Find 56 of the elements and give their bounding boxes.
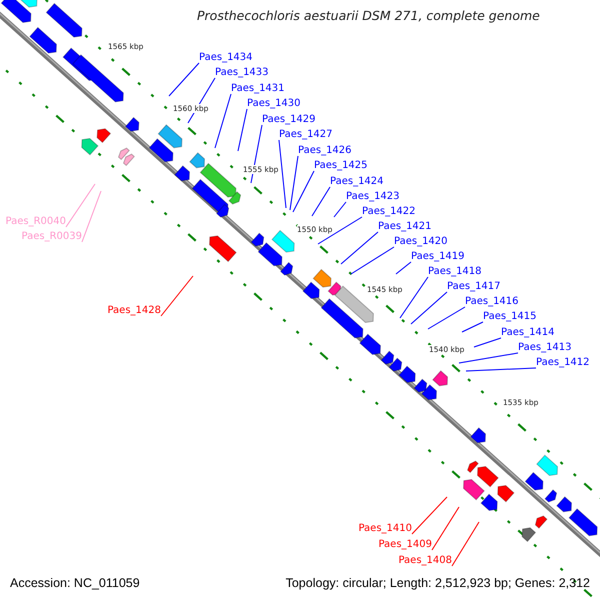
gene-label: Paes_1410 — [358, 523, 412, 535]
leader-line — [292, 170, 314, 212]
gene-label: Paes_1433 — [215, 67, 269, 79]
leader-line — [278, 140, 286, 208]
title: Prosthecochloris aestuarii DSM 271, complete genome — [197, 8, 540, 23]
gene-label: Paes_1430 — [247, 98, 301, 110]
gene-label: Paes_1414 — [501, 327, 555, 339]
gene-label: Paes_1415 — [483, 311, 537, 323]
leader-line — [238, 108, 248, 152]
gene-label: Paes_1426 — [298, 145, 352, 157]
gene-label: Paes_1417 — [447, 281, 501, 293]
gene-label: Paes_1420 — [394, 236, 448, 248]
leader-line — [250, 124, 262, 184]
genome-info-text: Topology: circular; Length: 2,512,923 bp; Genes: 2,312 — [286, 576, 590, 590]
leader-line — [318, 216, 362, 244]
leader-line — [474, 338, 502, 348]
gene-label: Paes_R0039 — [22, 231, 82, 243]
leader-line — [432, 506, 460, 550]
leader-line — [350, 246, 394, 274]
gene-label: Paes_1418 — [428, 266, 482, 278]
leader-line — [168, 62, 200, 96]
leader-line — [340, 232, 378, 264]
leader-line — [160, 276, 194, 316]
leader-line — [428, 306, 466, 330]
leader-line — [410, 292, 448, 324]
gene-label: Paes_1416 — [465, 296, 519, 308]
leader-line — [66, 184, 96, 228]
gene-label: Paes_1419 — [411, 251, 465, 263]
accession-text: Accession: NC_011059 — [10, 576, 140, 590]
gene-label: Paes_1423 — [346, 191, 400, 203]
leader-line — [452, 522, 480, 566]
gene-label: Paes_1412 — [536, 357, 590, 369]
gene-label: Paes_1409 — [378, 539, 432, 551]
gene-label: Paes_1413 — [518, 342, 572, 354]
gene-label: Paes_1428 — [107, 305, 161, 317]
gene-label: Paes_1421 — [378, 221, 432, 233]
leader-line — [412, 496, 448, 534]
leader-line — [466, 368, 536, 372]
gene-label: Paes_1429 — [262, 114, 316, 126]
gene-label: Paes_1425 — [314, 160, 368, 172]
gene-label: Paes_1424 — [330, 176, 384, 188]
leader-line — [214, 94, 232, 148]
gene-label: Paes_1422 — [362, 206, 416, 218]
leader-line — [312, 186, 330, 216]
leader-line — [334, 202, 346, 218]
gene-label: Paes_R0040 — [6, 216, 66, 228]
gene-label: Paes_1431 — [231, 83, 285, 95]
leader-line — [396, 262, 412, 274]
leader-line — [290, 156, 298, 210]
gene-label: Paes_1434 — [199, 52, 253, 64]
leader-line — [400, 276, 428, 318]
gene-label: Paes_1427 — [279, 129, 333, 141]
leader-line — [82, 190, 102, 242]
leader-line — [458, 352, 518, 364]
leader-line — [462, 322, 484, 332]
gene-label: Paes_1408 — [398, 555, 452, 567]
